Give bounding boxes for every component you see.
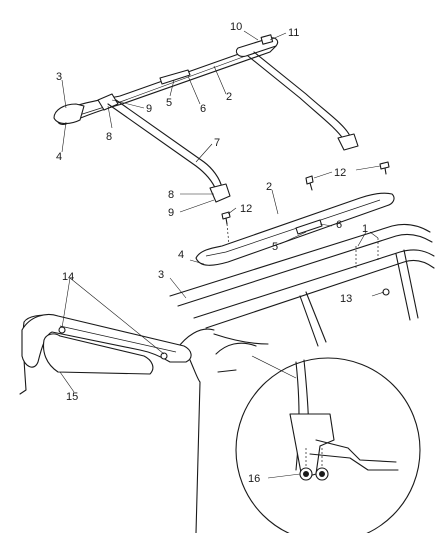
roof-edge-1 bbox=[169, 223, 431, 297]
detail-bracket bbox=[289, 413, 335, 479]
callout-12-mid: 12 bbox=[240, 203, 252, 215]
leader-lines bbox=[59, 30, 385, 479]
callout-5-upper: 5 bbox=[166, 97, 172, 109]
callout-12-upper: 12 bbox=[334, 167, 346, 179]
rear-roof-section bbox=[19, 313, 257, 533]
callout-8-upper: 8 bbox=[106, 131, 112, 143]
mount-14-right bbox=[160, 352, 168, 360]
callout-3-mid: 3 bbox=[158, 269, 164, 281]
end-cap-front-upper bbox=[53, 103, 85, 125]
callout-14: 14 bbox=[62, 271, 74, 283]
upper-rack-assembly bbox=[53, 34, 359, 203]
handle-body bbox=[42, 333, 154, 375]
callout-labels: 10 11 3 9 5 6 2 8 4 7 12 8 2 9 12 6 1 5 … bbox=[56, 21, 368, 485]
roof-edge-4 bbox=[205, 259, 435, 329]
detail-rail-edge-2 bbox=[309, 453, 399, 471]
installed-rail-assembly bbox=[169, 192, 435, 347]
callout-4-mid: 4 bbox=[178, 249, 184, 261]
crossbar-foot-front bbox=[209, 183, 231, 203]
crossbar-stanchion-front-upper bbox=[97, 93, 119, 111]
crossbar-rear-edge-a bbox=[247, 55, 345, 141]
callout-5-mid: 5 bbox=[272, 241, 278, 253]
callout-9-mid: 9 bbox=[168, 207, 174, 219]
window-pillar-b bbox=[305, 291, 327, 343]
roof-edge-3 bbox=[193, 249, 435, 319]
crossbar-rear-edge-b bbox=[253, 51, 351, 137]
callout-11: 11 bbox=[288, 27, 299, 39]
lower-body-curve bbox=[215, 342, 257, 355]
roof-edge-2 bbox=[177, 233, 433, 307]
callout-3-upper: 3 bbox=[56, 71, 62, 83]
callout-16: 16 bbox=[248, 473, 260, 485]
screw-upper-left bbox=[305, 175, 314, 185]
rear-cap-insert bbox=[260, 34, 274, 45]
rail-center-support-upper bbox=[159, 69, 191, 85]
detail-rail-edge bbox=[315, 439, 397, 463]
body-pillar-rear bbox=[189, 359, 201, 533]
callout-10: 10 bbox=[230, 21, 242, 33]
side-rail-installed bbox=[195, 192, 395, 266]
callout-1: 1 bbox=[362, 223, 368, 235]
screw-12-group bbox=[221, 161, 390, 257]
callout-7: 7 bbox=[214, 137, 220, 149]
callout-13: 13 bbox=[340, 293, 352, 305]
screw-upper-right bbox=[379, 161, 390, 170]
callout-4-upper: 4 bbox=[56, 151, 62, 163]
rail-center-support-installed bbox=[295, 219, 323, 235]
callout-2-mid: 2 bbox=[266, 181, 272, 193]
callout-6-mid: 6 bbox=[336, 219, 342, 231]
door-top-line bbox=[213, 333, 269, 345]
crossbar-front-edge-a bbox=[107, 103, 217, 191]
callout-8-mid: 8 bbox=[168, 189, 174, 201]
callout-15: 15 bbox=[66, 391, 78, 403]
detail-circle bbox=[235, 355, 421, 533]
crossbar-foot-rear bbox=[337, 133, 359, 151]
window-pillar-d bbox=[403, 249, 419, 319]
clip-13 bbox=[382, 288, 390, 296]
callout-9-upper: 9 bbox=[146, 103, 152, 115]
window-pillar-c bbox=[395, 253, 411, 321]
detail-circle-outline bbox=[235, 357, 421, 533]
pillar-cross bbox=[217, 369, 237, 373]
window-pillar-a bbox=[299, 295, 319, 347]
callout-2-upper: 2 bbox=[226, 91, 232, 103]
callout-6-upper: 6 bbox=[200, 103, 206, 115]
side-rail-installed-groove bbox=[205, 199, 381, 257]
